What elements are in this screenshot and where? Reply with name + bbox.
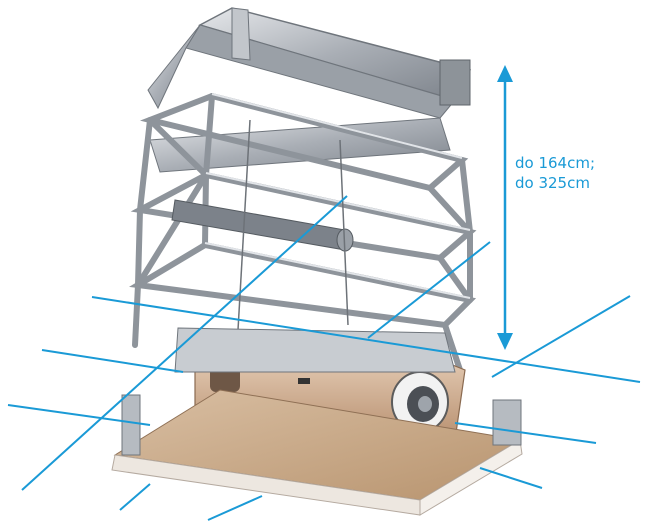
scissor-highlights (204, 93, 471, 299)
ceiling-frame (147, 7, 472, 173)
height-range-label: do 164cm; do 325cm (515, 153, 595, 193)
scissor-mechanism (129, 93, 477, 373)
height-arrow (497, 65, 513, 350)
height-label-line-2: do 325cm (515, 174, 590, 192)
height-label-line-1: do 164cm; (515, 154, 596, 172)
bottom-panel (111, 327, 523, 516)
annotation-lines (7, 195, 641, 521)
